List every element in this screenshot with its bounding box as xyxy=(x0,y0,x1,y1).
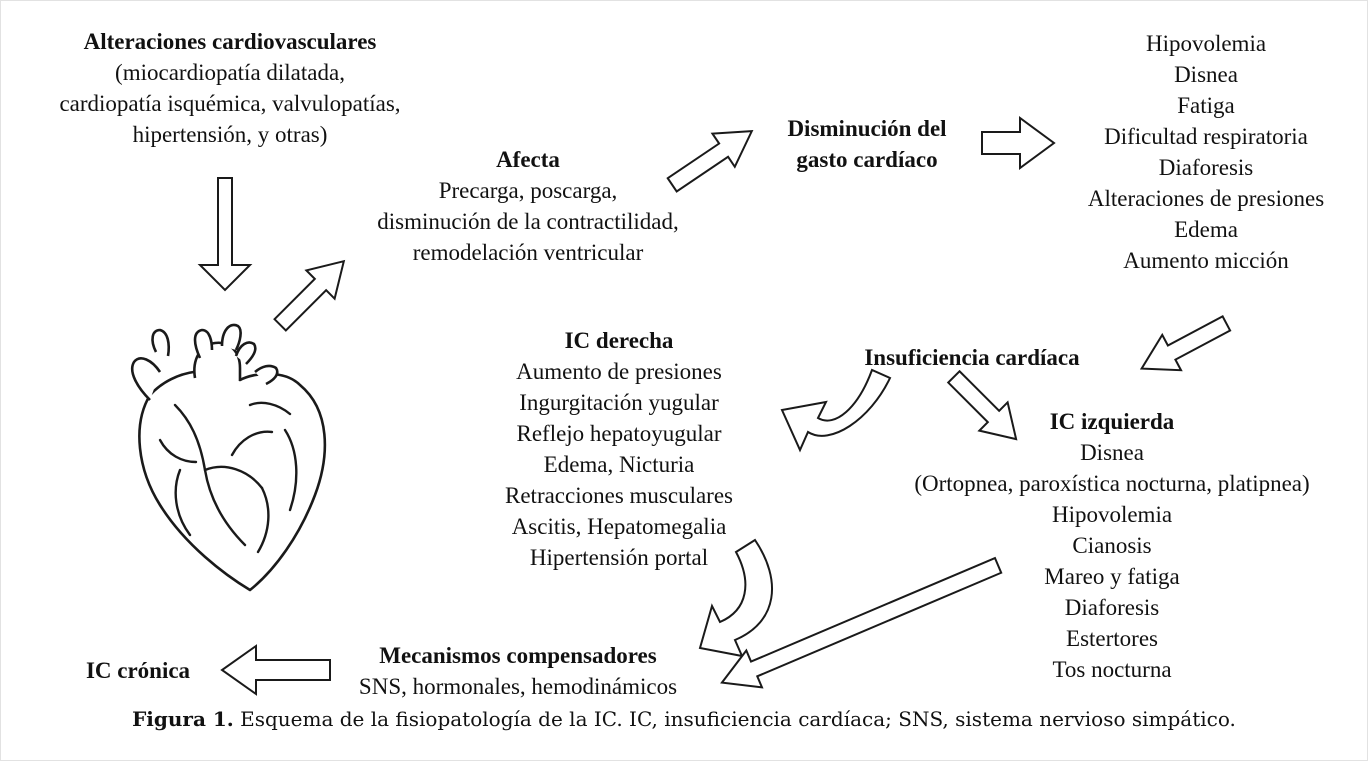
ic-derecha-item: Ingurgitación yugular xyxy=(519,390,719,415)
block-afecta: Afecta Precarga, poscarga, disminución d… xyxy=(338,144,718,268)
block-symptoms: Hipovolemia Disnea Fatiga Dificultad res… xyxy=(1060,28,1352,276)
arrow-izquierda-to-mecanismos xyxy=(720,556,1003,689)
symptom-item: Hipovolemia xyxy=(1145,31,1267,56)
arrow-cardio-to-heart xyxy=(197,177,253,292)
block-ic-cronica: IC crónica xyxy=(64,655,212,686)
symptom-item: Edema xyxy=(1174,217,1238,242)
ic-izquierda-item: (Ortopnea, paroxística nocturna, platipn… xyxy=(914,471,1310,496)
ic-izquierda-item: Disnea xyxy=(1080,440,1144,465)
cardio-line-2: cardiopatía isquémica, valvulopatías, xyxy=(59,91,401,116)
ic-derecha-item: Edema, Nicturia xyxy=(543,452,695,477)
ic-izquierda-item: Diaforesis xyxy=(1064,595,1160,620)
caption-text: Esquema de la fisiopatología de la IC. I… xyxy=(233,707,1236,731)
ic-izquierda-item: Tos nocturna xyxy=(1052,657,1172,682)
arrow-symptoms-to-insuficiencia xyxy=(1139,315,1232,372)
mecanismos-title: Mecanismos compensadores xyxy=(379,643,657,668)
caption-label: Figura 1. xyxy=(132,707,234,731)
arrow-derecha-to-mecanismos xyxy=(698,538,774,658)
afecta-line-1: Precarga, poscarga, xyxy=(438,178,618,203)
arrow-gasto-to-symptoms xyxy=(981,116,1056,170)
afecta-title: Afecta xyxy=(496,147,560,172)
ic-izquierda-title: IC izquierda xyxy=(1049,409,1175,434)
cardio-line-3: hipertensión, y otras) xyxy=(132,122,328,147)
mecanismos-line-1: SNS, hormonales, hemodinámicos xyxy=(358,674,678,699)
block-mecanismos-compensadores: Mecanismos compensadores SNS, hormonales… xyxy=(340,640,696,702)
ic-izquierda-item: Hipovolemia xyxy=(1051,502,1173,527)
ic-derecha-item: Reflejo hepatoyugular xyxy=(516,421,722,446)
cardio-title: Alteraciones cardiovasculares xyxy=(83,29,377,54)
ic-derecha-item: Hipertensión portal xyxy=(529,545,709,570)
ic-cronica-title: IC crónica xyxy=(85,658,191,683)
afecta-line-2: disminución de la contractilidad, xyxy=(377,209,679,234)
symptom-item: Alteraciones de presiones xyxy=(1087,186,1325,211)
cardio-line-1: (miocardiopatía dilatada, xyxy=(115,60,345,85)
ic-derecha-title: IC derecha xyxy=(564,328,674,353)
arrow-heart-to-afecta xyxy=(273,259,346,332)
symptom-item: Diaforesis xyxy=(1158,155,1254,180)
insuficiencia-title: Insuficiencia cardíaca xyxy=(864,345,1080,370)
ic-derecha-item: Aumento de presiones xyxy=(516,359,722,384)
arrow-insuficiencia-to-izquierda xyxy=(946,369,1018,441)
ic-derecha-item: Ascitis, Hepatomegalia xyxy=(511,514,727,539)
gasto-title-2: gasto cardíaco xyxy=(796,147,938,172)
block-insuficiencia-cardiaca: Insuficiencia cardíaca xyxy=(822,342,1122,373)
block-ic-derecha: IC derecha Aumento de presiones Ingurgit… xyxy=(468,325,770,573)
symptom-item: Disnea xyxy=(1174,62,1238,87)
block-ic-izquierda: IC izquierda Disnea (Ortopnea, paroxísti… xyxy=(874,406,1350,685)
symptom-item: Fatiga xyxy=(1177,93,1235,118)
heart-icon xyxy=(130,323,327,592)
gasto-title-1: Disminución del xyxy=(787,116,947,141)
arrow-insuficiencia-to-derecha xyxy=(780,368,892,453)
ic-izquierda-item: Estertores xyxy=(1066,626,1158,651)
block-alteraciones-cardiovasculares: Alteraciones cardiovasculares (miocardio… xyxy=(26,26,434,150)
symptom-item: Dificultad respiratoria xyxy=(1104,124,1308,149)
block-disminucion-gasto: Disminución del gasto cardíaco xyxy=(756,113,978,175)
ic-derecha-item: Retracciones musculares xyxy=(505,483,733,508)
ic-izquierda-item: Mareo y fatiga xyxy=(1044,564,1180,589)
arrow-mecanismos-to-cronica xyxy=(220,644,331,696)
ic-izquierda-item: Cianosis xyxy=(1072,533,1152,558)
figure-caption: Figura 1. Esquema de la fisiopatología d… xyxy=(0,706,1368,732)
symptom-item: Aumento micción xyxy=(1123,248,1289,273)
arrow-afecta-to-gasto xyxy=(666,130,754,193)
afecta-line-3: remodelación ventricular xyxy=(412,240,644,265)
